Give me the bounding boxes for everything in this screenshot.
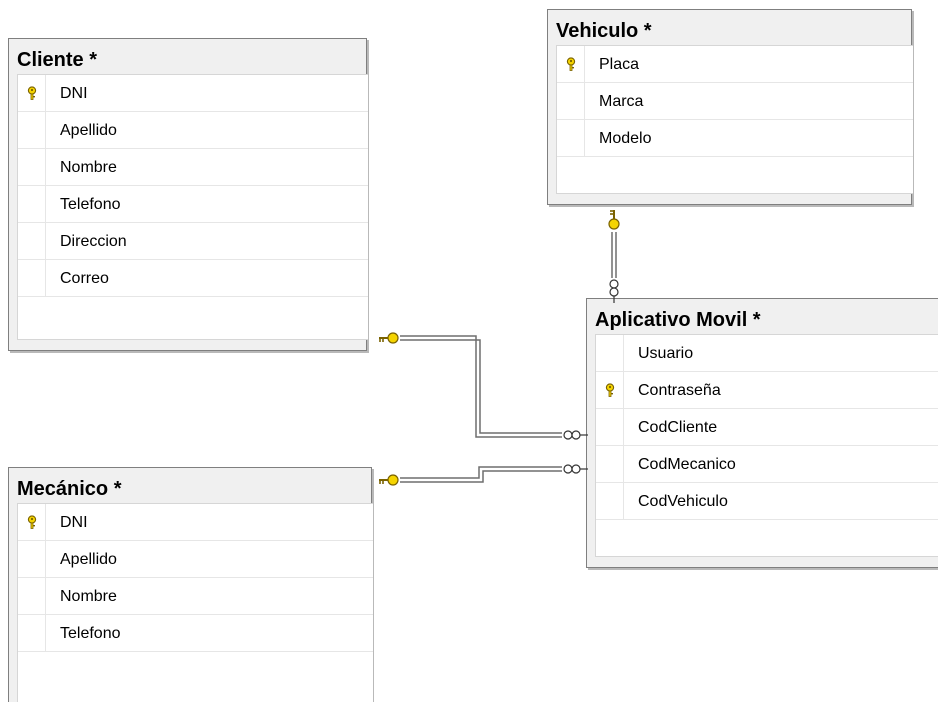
row-selector[interactable] (18, 615, 46, 651)
one-end-key-icon (378, 332, 399, 344)
column-row[interactable]: Placa (557, 46, 913, 83)
column-row[interactable]: Nombre (18, 149, 368, 186)
column-name: CodMecanico (638, 456, 736, 473)
column-name: Modelo (599, 130, 652, 147)
row-selector[interactable] (18, 504, 46, 540)
row-selector[interactable] (596, 409, 624, 445)
column-row[interactable]: Apellido (18, 541, 373, 578)
column-row[interactable]: Modelo (557, 120, 913, 157)
column-name: Direccion (60, 233, 127, 250)
column-name: DNI (60, 514, 88, 531)
row-selector[interactable] (557, 46, 585, 82)
column-row[interactable]: Direccion (18, 223, 368, 260)
row-selector[interactable] (18, 75, 46, 111)
table-title[interactable]: Aplicativo Movil * (595, 309, 761, 331)
row-selector[interactable] (18, 578, 46, 614)
row-selector[interactable] (557, 83, 585, 119)
primary-key-icon (605, 383, 615, 397)
column-name: Usuario (638, 345, 694, 362)
table-title[interactable]: Mecánico * (17, 478, 122, 500)
column-row[interactable]: Marca (557, 83, 913, 120)
row-selector[interactable] (18, 149, 46, 185)
column-row[interactable]: Telefono (18, 186, 368, 223)
column-name: CodVehiculo (638, 493, 728, 510)
column-row[interactable]: Nombre (18, 578, 373, 615)
column-name: DNI (60, 85, 88, 102)
one-end-key-icon (378, 474, 399, 486)
column-row[interactable]: CodVehiculo (596, 483, 938, 520)
primary-key-icon (566, 57, 576, 71)
row-selector[interactable] (596, 335, 624, 371)
column-name: Contraseña (638, 382, 721, 399)
column-name: Placa (599, 56, 640, 73)
relationship-vehiculo-aplicativo[interactable] (608, 209, 620, 303)
table-title[interactable]: Cliente * (17, 49, 98, 71)
column-name: Nombre (60, 159, 117, 176)
column-name: CodCliente (638, 419, 718, 436)
column-name: Apellido (60, 122, 117, 139)
one-end-key-icon (608, 209, 620, 230)
column-row[interactable]: Correo (18, 260, 368, 297)
column-row[interactable]: CodMecanico (596, 446, 938, 483)
column-row[interactable]: Usuario (596, 335, 938, 372)
many-end-infinity-icon (563, 464, 588, 474)
row-selector[interactable] (18, 260, 46, 296)
primary-key-icon (27, 86, 37, 100)
column-row[interactable]: Telefono (18, 615, 373, 652)
column-row[interactable]: DNI (18, 504, 373, 541)
row-selector[interactable] (596, 372, 624, 408)
column-name: Apellido (60, 551, 117, 568)
column-name: Telefono (60, 625, 121, 642)
row-selector[interactable] (557, 120, 585, 156)
column-name: Telefono (60, 196, 121, 213)
row-selector[interactable] (18, 541, 46, 577)
relationship-mecanico-aplicativo[interactable] (378, 464, 588, 486)
column-row[interactable]: Contraseña (596, 372, 938, 409)
column-name: Nombre (60, 588, 117, 605)
row-selector[interactable] (18, 112, 46, 148)
primary-key-icon (27, 515, 37, 529)
column-name: Correo (60, 270, 109, 287)
many-end-infinity-icon (563, 430, 588, 440)
column-name: Marca (599, 93, 644, 110)
relationship-cliente-aplicativo[interactable] (378, 332, 588, 440)
column-row[interactable]: Apellido (18, 112, 368, 149)
row-selector[interactable] (18, 186, 46, 222)
row-selector[interactable] (596, 446, 624, 482)
column-row[interactable]: CodCliente (596, 409, 938, 446)
table-title[interactable]: Vehiculo * (556, 20, 652, 42)
column-row[interactable]: DNI (18, 75, 368, 112)
row-selector[interactable] (596, 483, 624, 519)
row-selector[interactable] (18, 223, 46, 259)
